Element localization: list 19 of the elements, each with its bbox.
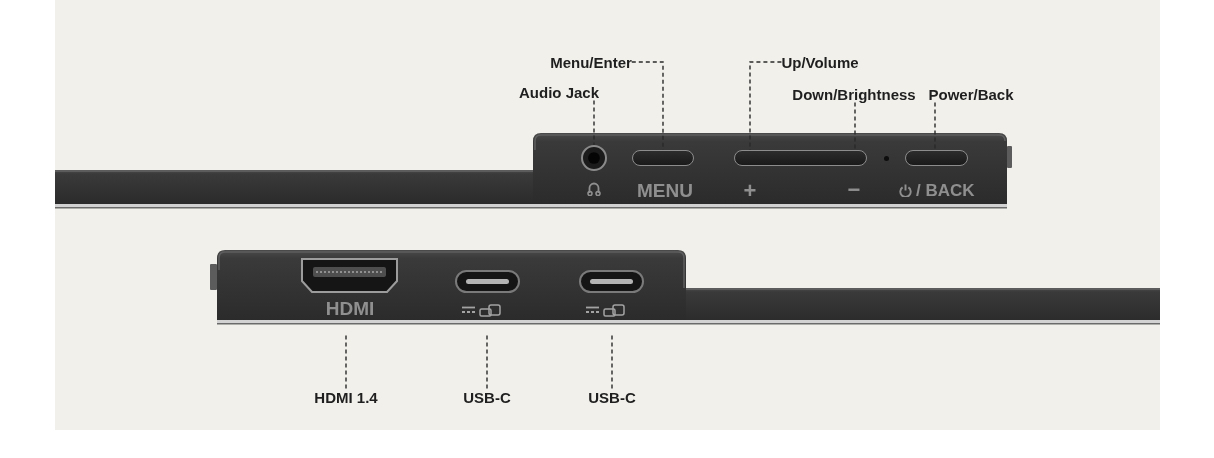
- leader-line: [854, 101, 856, 151]
- key-marking: −: [847, 179, 861, 201]
- menu-key: [632, 150, 694, 166]
- callout-label: Up/Volume: [781, 53, 859, 71]
- key-marking: +: [743, 180, 757, 202]
- callout-label: Down/Brightness: [792, 85, 916, 103]
- callout-label: Audio Jack: [519, 83, 599, 101]
- volume-rocker: [734, 150, 867, 166]
- callout-label: USB-C: [463, 388, 511, 406]
- port-marking: HDMI: [325, 298, 375, 318]
- callout-label: USB-C: [588, 388, 636, 406]
- key-marking: MENU: [637, 180, 693, 200]
- leader-line: [593, 99, 595, 146]
- callout-label: Power/Back: [928, 85, 1014, 103]
- leader-line: [934, 101, 936, 151]
- key-marking: / BACK: [916, 181, 975, 199]
- callout-label: HDMI 1.4: [314, 388, 378, 406]
- power-key: [905, 150, 968, 166]
- callout-label: Menu/Enter: [550, 53, 632, 71]
